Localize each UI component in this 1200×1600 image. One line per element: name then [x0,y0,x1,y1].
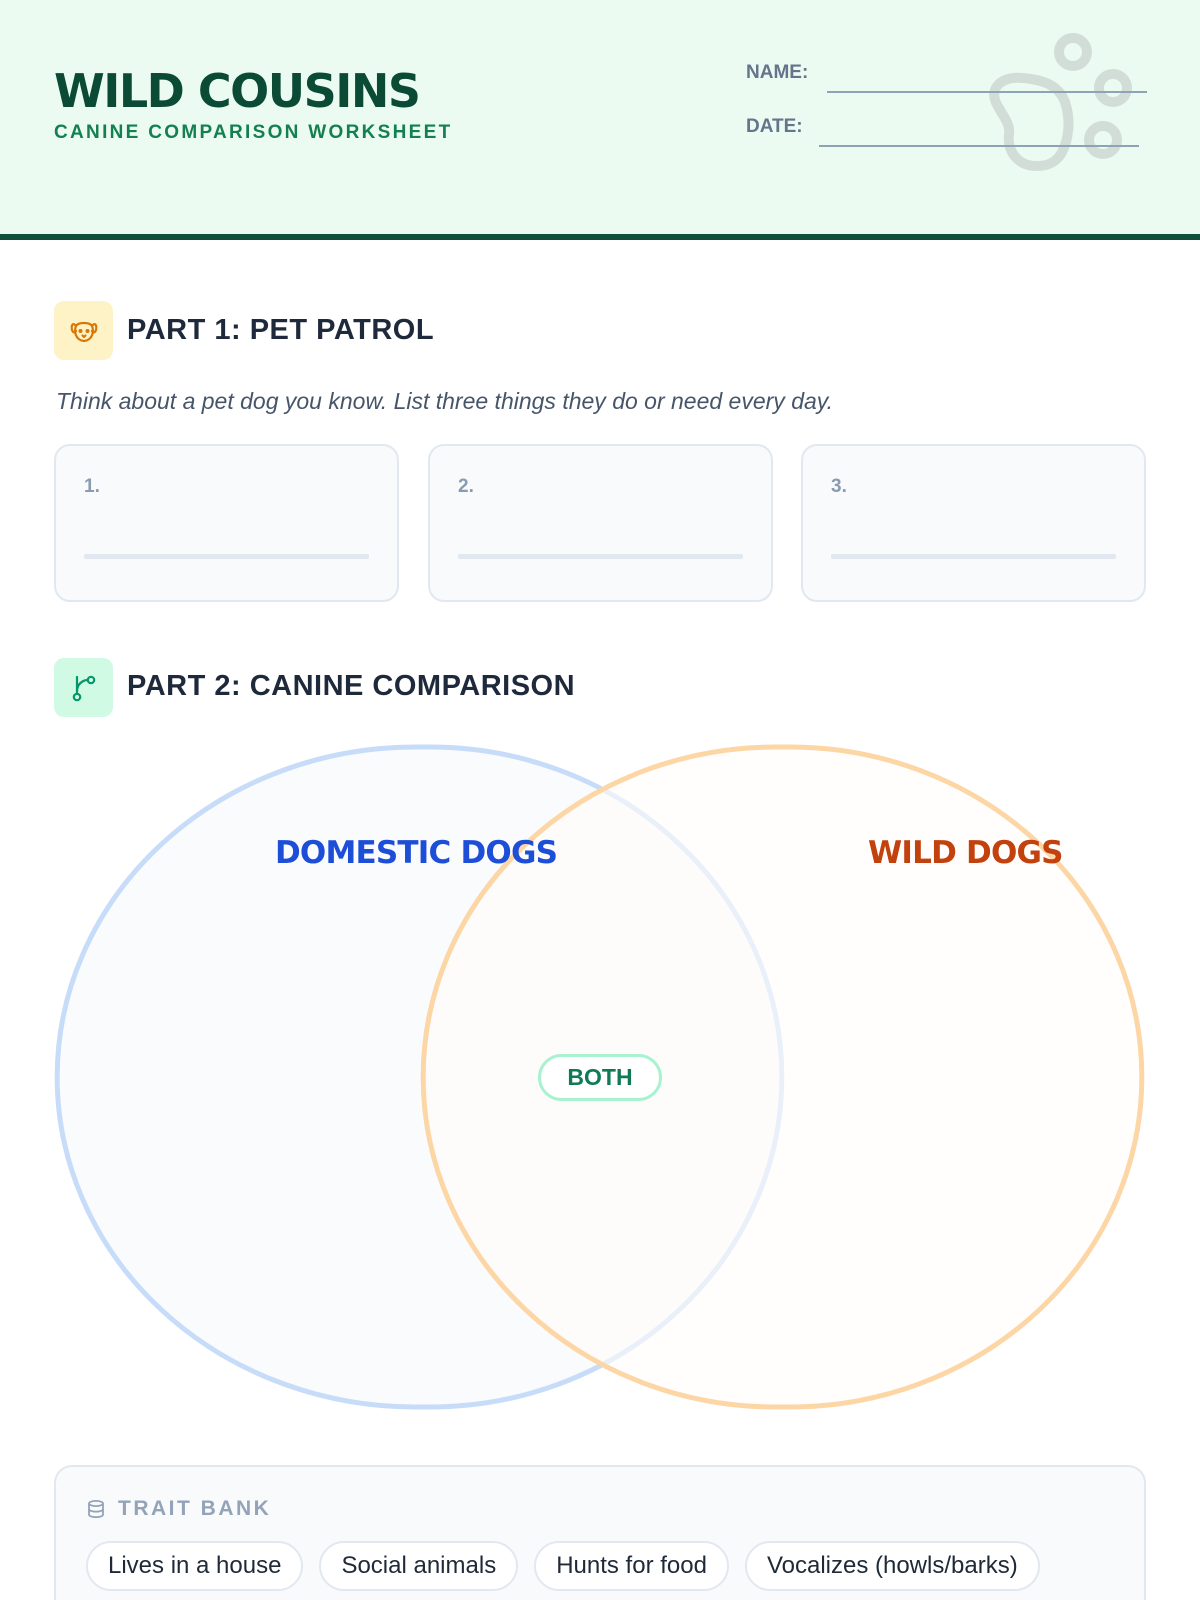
date-field[interactable] [819,145,1139,147]
name-label: NAME: [746,62,809,83]
answer-box-1[interactable]: 1. [54,444,399,602]
branch-icon [54,658,113,717]
date-label: DATE: [746,116,803,137]
trait-chip[interactable]: Social animals [319,1541,519,1591]
part2-title: PART 2: CANINE COMPARISON [127,670,576,702]
venn-diagram [54,744,1145,1410]
answer-number: 2. [458,476,474,497]
trait-chip[interactable]: Hunts for food [534,1541,729,1591]
trait-chip[interactable]: Lives in a house [86,1541,304,1591]
worksheet-subtitle: CANINE COMPARISON WORKSHEET [54,122,453,143]
worksheet-header: WILD COUSINS CANINE COMPARISON WORKSHEET… [0,0,1200,240]
trait-chip[interactable]: Vocalizes (howls/barks) [744,1541,1040,1591]
trait-bank: TRAIT BANK Lives in a house Social anima… [54,1465,1146,1600]
wild-dogs-label: WILD DOGS [868,835,1063,871]
trait-chips: Lives in a house Social animals Hunts fo… [86,1541,1040,1591]
dog-face-icon [54,301,113,360]
paw-print-icon [989,33,1132,172]
trait-bank-title: TRAIT BANK [118,1497,272,1520]
answer-number: 3. [831,476,847,497]
answer-line [831,554,1116,559]
database-icon [88,1500,104,1519]
name-field[interactable] [827,91,1147,93]
answer-line [84,554,369,559]
part1-title: PART 1: PET PATROL [127,314,435,346]
part1-instructions: Think about a pet dog you know. List thr… [56,388,833,414]
venn-circle-wild [420,744,1145,1410]
answer-line [458,554,743,559]
domestic-dogs-label: DOMESTIC DOGS [275,835,558,871]
answer-box-2[interactable]: 2. [428,444,773,602]
answer-box-3[interactable]: 3. [801,444,1146,602]
answer-number: 1. [84,476,100,497]
worksheet-title: WILD COUSINS [54,64,421,118]
both-label: BOTH [538,1054,662,1101]
